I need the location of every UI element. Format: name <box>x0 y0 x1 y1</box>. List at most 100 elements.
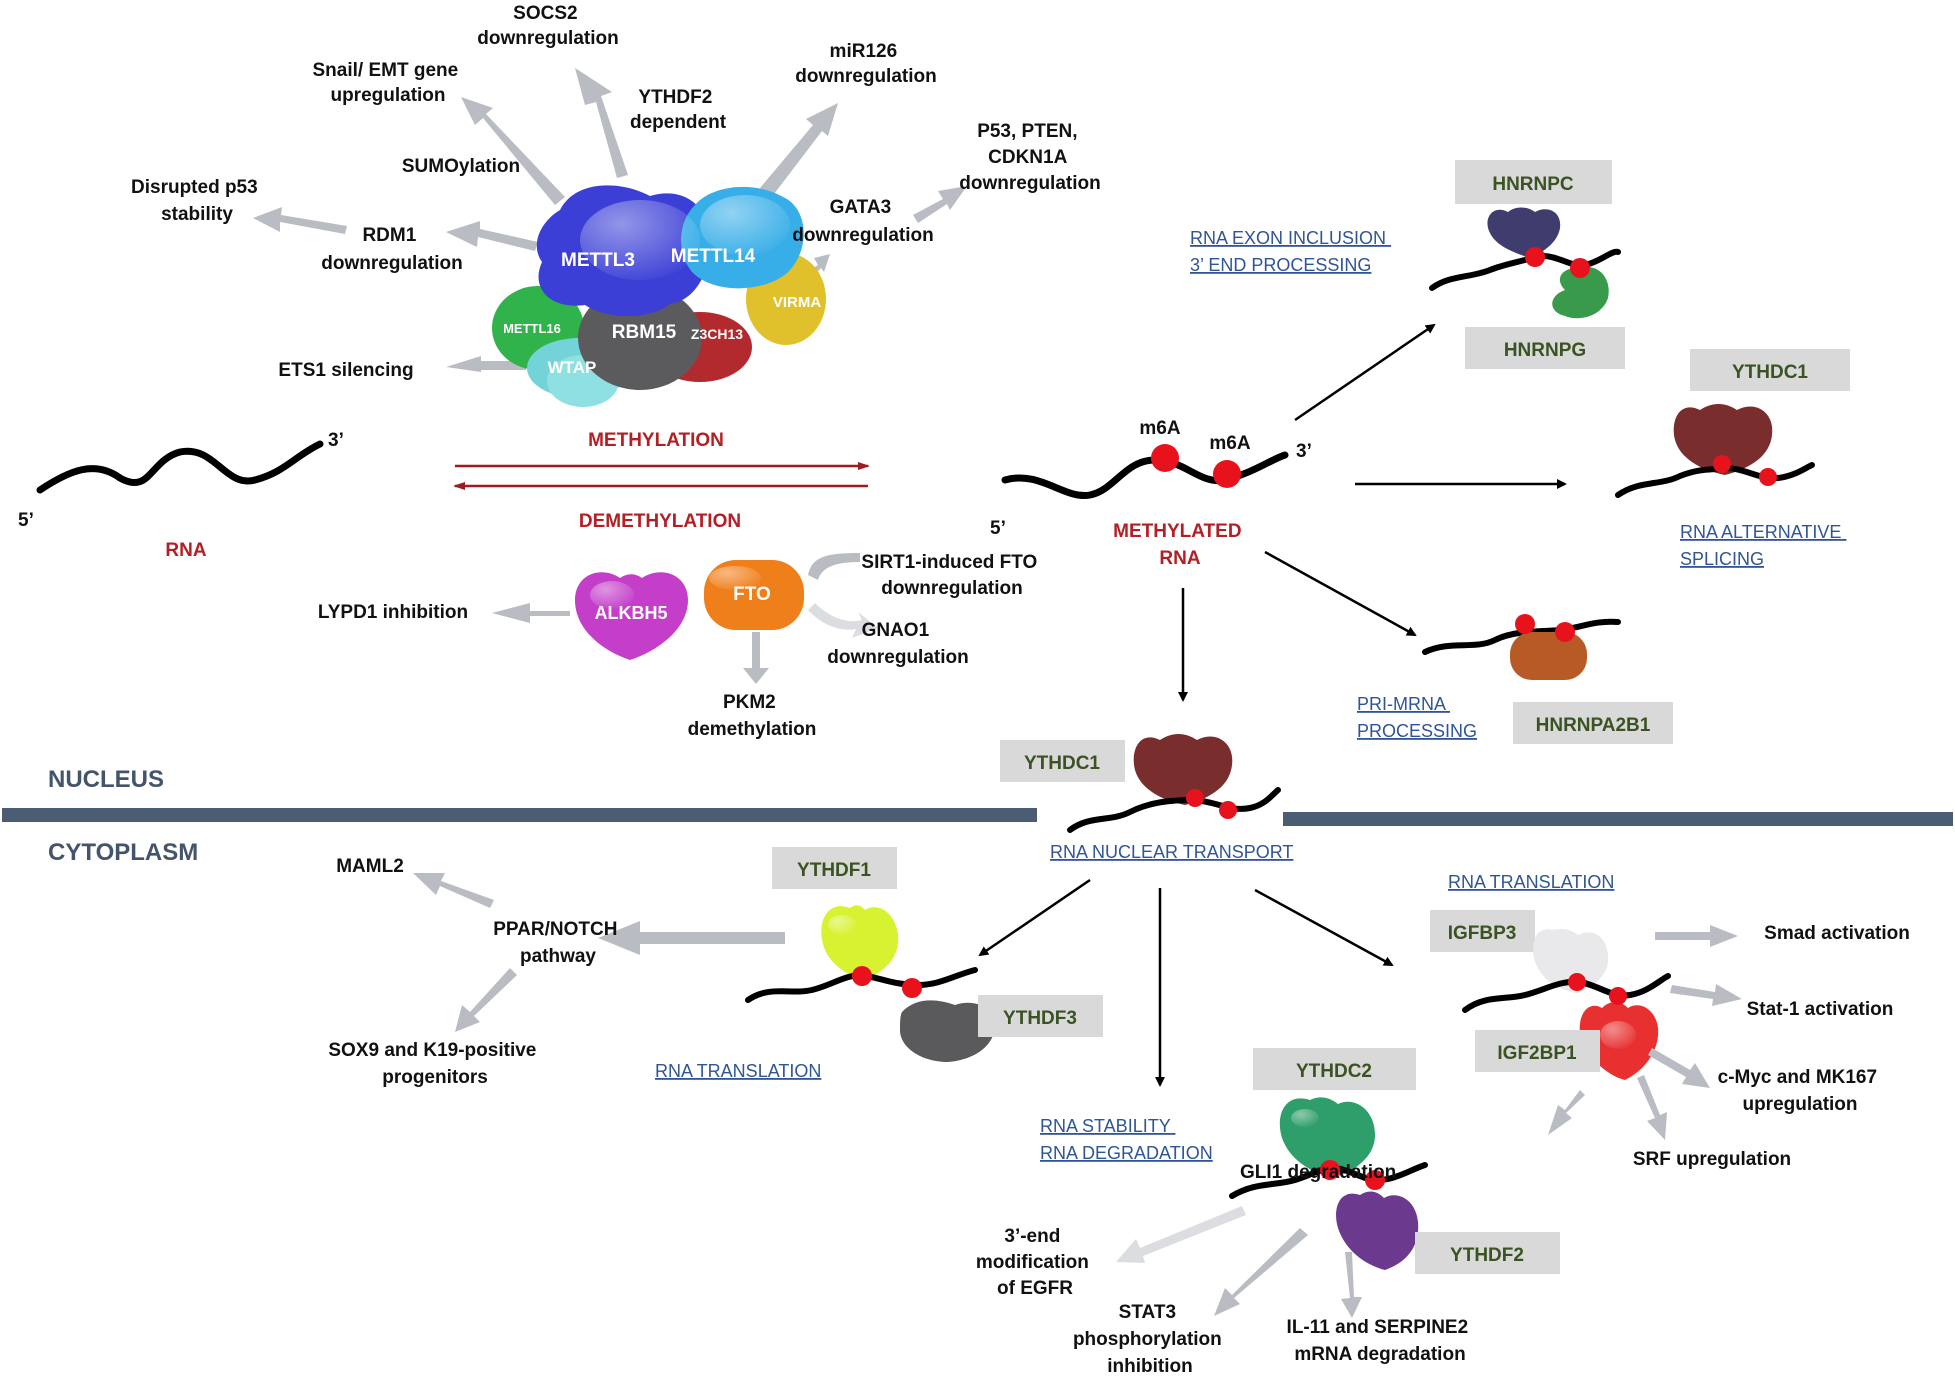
hnrnpc-box <box>1455 160 1612 204</box>
mir126-label: miR126 downregulation <box>795 41 936 87</box>
arrow-to-disrupted-p53 <box>253 207 347 234</box>
hnrnpg-box <box>1465 327 1625 369</box>
m6a-label-1: m6A <box>1139 418 1180 439</box>
translation-left-label: RNA TRANSLATION <box>655 1061 821 1081</box>
translation-right-label: RNA TRANSLATION <box>1448 872 1614 892</box>
igfbp3-box <box>1430 910 1535 952</box>
sirt1-arc <box>808 553 860 580</box>
virma-label: VIRMA <box>773 294 822 311</box>
srf-label: SRF upregulation <box>1633 1149 1791 1170</box>
hnrnpc-rna-complex <box>1429 207 1621 319</box>
arrow-to-ets1 <box>446 356 525 372</box>
m6a-dot <box>1151 444 1179 472</box>
alt-splicing-label: RNA ALTERNATIVE SPLICING <box>1680 522 1846 569</box>
mettl14-label: METTL14 <box>671 246 756 267</box>
arrow-to-gnao1 <box>808 603 878 638</box>
arrow-to-sox9 <box>455 968 517 1032</box>
gli1-label: GLI1 degradation <box>1240 1162 1396 1183</box>
arrow-to-lypd1 <box>492 603 570 623</box>
arrow-to-p53-pten <box>913 186 967 223</box>
ythdc1-transport-label: YTHDC1 <box>1024 753 1100 774</box>
arrow-to-maml2 <box>413 873 494 908</box>
sirt1-label: SIRT1-induced FTO downregulation <box>861 552 1042 599</box>
hnrnpc-label: HNRNPC <box>1492 174 1574 195</box>
arrow-to-hnrnpa2b1 <box>1264 550 1417 637</box>
exon-inclusion-label: RNA EXON INCLUSION 3’ END PROCESSING <box>1190 228 1391 275</box>
stability-label: RNA STABILITY RNA DEGRADATION <box>1040 1116 1213 1163</box>
ythdf2-box <box>1415 1232 1560 1274</box>
rna-5-prime: 5’ <box>18 510 34 531</box>
arrow-to-ppar <box>598 921 785 955</box>
sox9-label: SOX9 and K19-positive progenitors <box>328 1040 541 1088</box>
p53-pten-label: P53, PTEN, CDKN1A downregulation <box>959 121 1100 194</box>
mettl3-label: METTL3 <box>561 250 635 271</box>
arrow-to-igfbp3 <box>1254 888 1394 967</box>
demethylation-label: DEMETHYLATION <box>579 511 741 532</box>
arrow-to-socs2 <box>575 68 628 178</box>
il11-label: IL-11 and SERPINE2 mRNA degradation <box>1287 1317 1474 1365</box>
ythdc1-splicing-complex <box>1615 404 1815 498</box>
rna-3-prime: 3’ <box>328 430 344 451</box>
cmyc-label: c-Myc and MK167 upregulation <box>1718 1067 1883 1115</box>
wtap-label: WTAP <box>548 358 597 377</box>
rdm1-label: RDM1 downregulation <box>321 225 462 274</box>
ythdf3-label: YTHDF3 <box>1003 1008 1077 1029</box>
arrow-to-cmyc <box>1648 1048 1710 1088</box>
igf2bp1-box <box>1475 1030 1600 1072</box>
alkbh5-label: ALKBH5 <box>594 603 667 623</box>
methylated-3-prime: 3’ <box>1296 441 1312 462</box>
arrow-to-smad <box>1655 925 1738 947</box>
arrow-to-mir126 <box>760 103 838 198</box>
nuclear-transport-label: RNA NUCLEAR TRANSPORT <box>1050 842 1293 862</box>
lypd1-label: LYPD1 inhibition <box>318 602 468 623</box>
z3ch13-label: Z3CH13 <box>691 326 743 342</box>
stat1-label: Stat-1 activation <box>1747 999 1894 1020</box>
pri-mrna-label: PRI-MRNA PROCESSING <box>1357 694 1477 741</box>
ythdf1-box <box>772 847 897 889</box>
rna-label: RNA <box>165 540 206 561</box>
ppar-notch-label: PPAR/NOTCH pathway <box>493 919 623 967</box>
methylated-rna-label: METHYLATED RNA <box>1113 521 1247 569</box>
igfbp3-label: IGFBP3 <box>1448 923 1517 944</box>
gnao1-label: GNAO1 downregulation <box>827 620 968 668</box>
ythdc2-box <box>1253 1048 1416 1090</box>
arrow-to-egfr <box>1116 1206 1246 1263</box>
ythdc1-transport-box <box>1000 740 1125 782</box>
arrow-to-ythdf1 <box>978 878 1091 957</box>
ythdf1-complex <box>745 905 995 1062</box>
egfr-label: 3’-end modification of EGFR <box>976 1226 1094 1299</box>
arrow-to-hnrnpc <box>1294 323 1436 422</box>
ets1-arrow-shaft <box>481 361 526 370</box>
snail-emt-label: Snail/ EMT gene upregulation <box>313 60 464 106</box>
hnrnpa2b1-box <box>1513 702 1673 744</box>
igf2bp1-label: IGF2BP1 <box>1497 1043 1577 1064</box>
arrow-to-srf <box>1637 1075 1667 1140</box>
gata3-label: GATA3 downregulation <box>792 197 933 246</box>
igfbp3-igf2bp1-complex <box>1462 928 1671 1080</box>
smad-label: Smad activation <box>1764 923 1910 944</box>
m6a-label-2: m6A <box>1209 433 1250 454</box>
arrow-to-snail <box>461 97 565 205</box>
arrow-to-pkm2 <box>743 632 769 684</box>
nucleus-label: NUCLEUS <box>48 766 164 793</box>
writer-complex: METTL3 METTL14 METTL16 RBM15 Z3CH13 VIRM… <box>492 185 826 407</box>
ythdc1-transport-complex <box>1067 734 1281 833</box>
hnrnpg-label: HNRNPG <box>1504 340 1586 361</box>
ythdc2-ythdf2-complex <box>1229 1097 1428 1270</box>
stat3-label: STAT3 phosphorylation inhibition <box>1073 1302 1227 1376</box>
alkbh5-protein <box>575 572 688 660</box>
rna-strand <box>36 440 324 494</box>
ythdc1-splicing-label: YTHDC1 <box>1732 362 1808 383</box>
rbm15-label: RBM15 <box>612 322 677 343</box>
socs2-label: SOCS2 downregulation <box>477 3 618 49</box>
nucleus-cytoplasm-divider <box>2 808 1953 826</box>
arrow-to-gli1 <box>1548 1090 1585 1135</box>
arrow-to-stat1 <box>1670 984 1742 1006</box>
methylated-5-prime: 5’ <box>990 518 1006 539</box>
arrow-to-il11 <box>1341 1252 1362 1318</box>
disrupted-p53-label: Disrupted p53 stability <box>131 177 263 225</box>
ythdf3-box <box>978 995 1103 1037</box>
pkm2-label: PKM2 demethylation <box>688 692 817 740</box>
arrow-to-rdm1 <box>446 221 538 251</box>
m6a-dot <box>1213 460 1241 488</box>
